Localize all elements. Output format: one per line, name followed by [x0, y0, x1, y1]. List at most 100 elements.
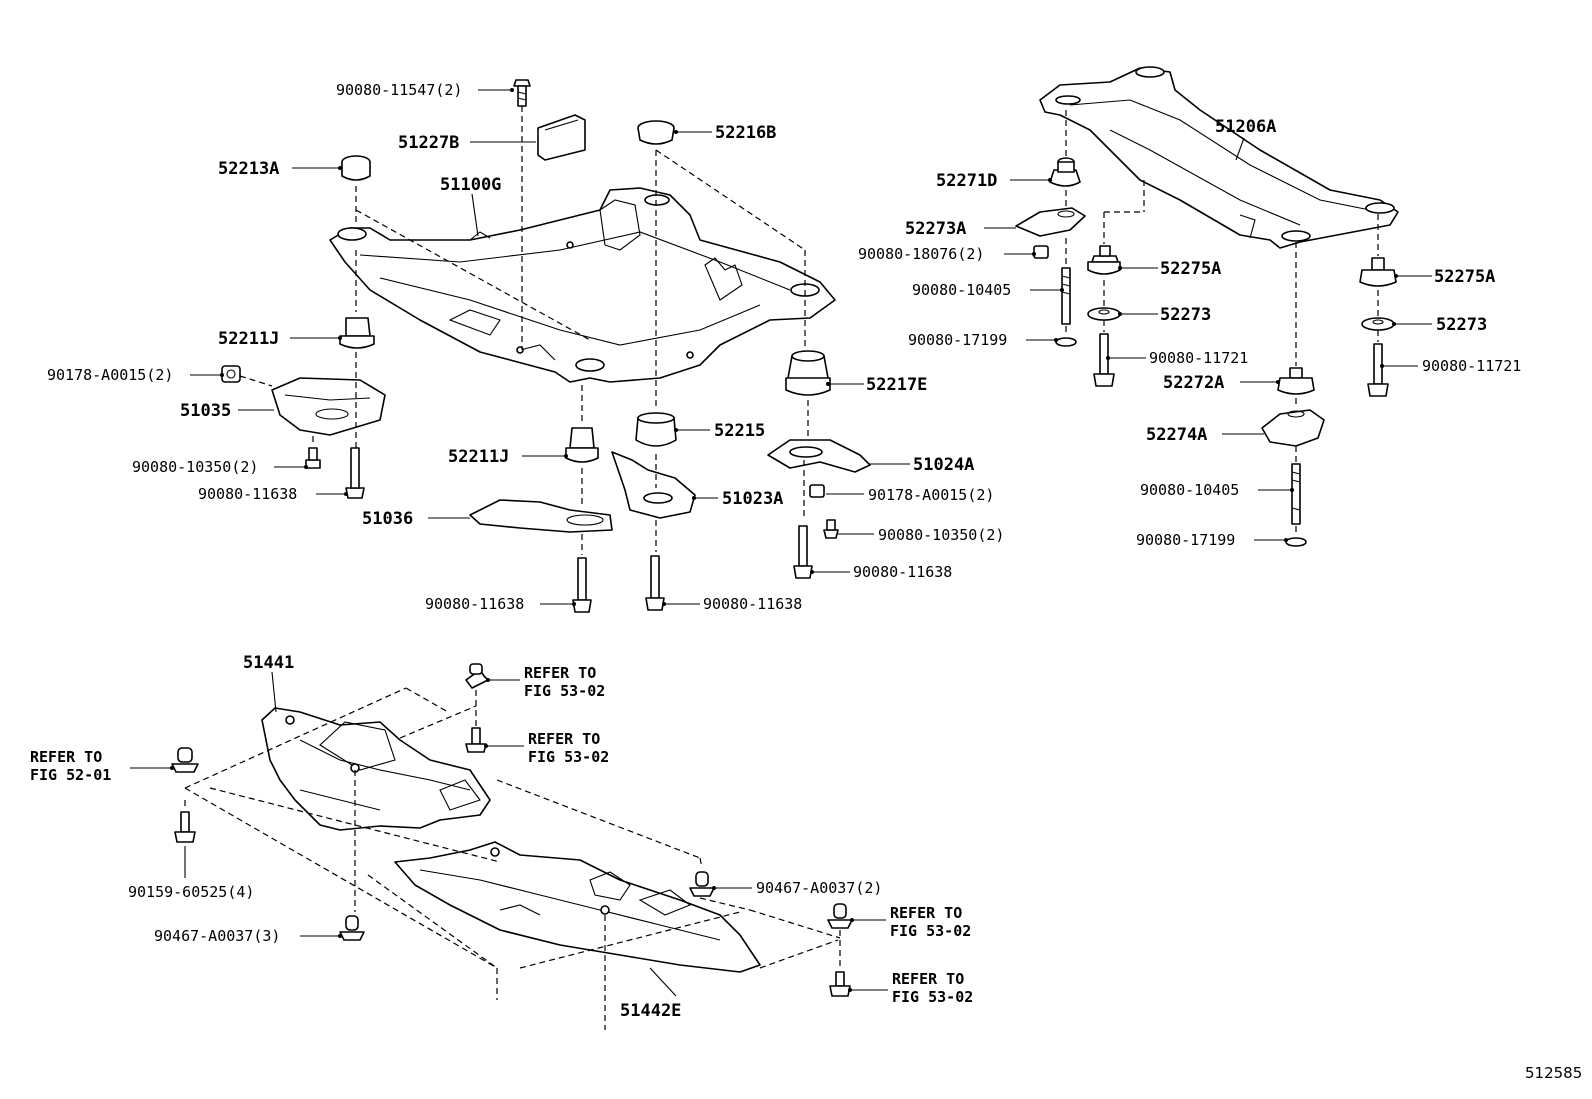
- label-refer-4-line2: FIG 53-02: [890, 922, 971, 940]
- cover-labels: 51441 REFER TO FIG 53-02 REFER TO FIG 53…: [30, 653, 973, 1021]
- cover-dashed-lines: [184, 687, 841, 1030]
- clip-refer-1[interactable]: [465, 663, 489, 689]
- insulator-52275a-right[interactable]: [1359, 257, 1397, 287]
- label-refer-1-line1: REFER TO: [524, 664, 596, 682]
- bolt-90080-11638-bottom-left[interactable]: [572, 557, 592, 613]
- label-90080-11547: 90080-11547(2): [336, 81, 462, 99]
- front-labels: 90080-11547(2) 51227B 52216B 52213A 5110…: [47, 81, 1004, 613]
- bolt-90080-11721-right[interactable]: [1367, 343, 1389, 397]
- label-52213a: 52213A: [218, 159, 279, 179]
- label-refer-5-line1: REFER TO: [892, 970, 964, 988]
- cover-51442e[interactable]: [394, 841, 761, 973]
- stopper-52213a[interactable]: [341, 155, 371, 181]
- label-90080-10350-right: 90080-10350(2): [878, 526, 1004, 544]
- label-90080-11638-bottom-left: 90080-11638: [425, 595, 524, 613]
- label-52273-right: 52273: [1436, 315, 1487, 335]
- stopper-52271d[interactable]: [1049, 157, 1081, 187]
- screw-90159-60525[interactable]: [174, 811, 196, 843]
- label-52271d: 52271D: [936, 171, 997, 191]
- front-crossmember-frame[interactable]: [329, 187, 836, 383]
- label-90467-a0037-right: 90467-A0037(2): [756, 879, 882, 897]
- rear-member-group: 51206A 52271D 52273A 90080-18076(2) 9008…: [858, 66, 1521, 549]
- bracket-51035[interactable]: [271, 377, 386, 436]
- bolt-90080-10350-right[interactable]: [823, 519, 839, 539]
- label-90080-11638-left: 90080-11638: [198, 485, 297, 503]
- screw-refer-2[interactable]: [465, 727, 487, 753]
- label-refer-2-line2: FIG 53-02: [528, 748, 609, 766]
- rear-member-51206a[interactable]: [1039, 66, 1399, 249]
- screw-refer-5[interactable]: [829, 971, 851, 997]
- bracket-51024a[interactable]: [767, 439, 871, 473]
- stud-90080-10405-upper[interactable]: [1061, 267, 1071, 325]
- insulator-52215[interactable]: [635, 412, 677, 447]
- cover-51441[interactable]: [261, 707, 491, 831]
- label-51441: 51441: [243, 653, 294, 673]
- label-90178-a0015-left: 90178-A0015(2): [47, 366, 173, 384]
- bracket-52274a[interactable]: [1261, 409, 1325, 447]
- insulator-52211j-upper[interactable]: [339, 317, 375, 349]
- label-90080-17199-upper: 90080-17199: [908, 331, 1007, 349]
- label-refer-3-line2: FIG 52-01: [30, 766, 111, 784]
- label-52216b: 52216B: [715, 123, 776, 143]
- label-90080-10405-upper: 90080-10405: [912, 281, 1011, 299]
- label-refer-4-line1: REFER TO: [890, 904, 962, 922]
- washer-90080-17199-upper[interactable]: [1055, 337, 1077, 347]
- under-cover-group: 51441 REFER TO FIG 53-02 REFER TO FIG 53…: [30, 653, 973, 1030]
- clip-90467-a0037-left[interactable]: [339, 915, 365, 941]
- washer-52273-mid[interactable]: [1087, 307, 1121, 321]
- label-52211j-lower: 52211J: [448, 447, 509, 467]
- clip-90467-a0037-right[interactable]: [689, 871, 715, 897]
- label-52273-mid: 52273: [1160, 305, 1211, 325]
- rear-dashed-lines: [1065, 110, 1379, 536]
- clip-refer-4[interactable]: [827, 903, 853, 929]
- bracket-52273a[interactable]: [1015, 207, 1086, 237]
- nut-90080-18076[interactable]: [1033, 245, 1049, 259]
- bracket-51036[interactable]: [469, 499, 613, 533]
- insulator-52217e[interactable]: [785, 350, 831, 396]
- bolt-90080-11721-mid[interactable]: [1093, 333, 1115, 387]
- sheet-number: 512585: [1525, 1064, 1582, 1082]
- label-90467-a0037-left: 90467-A0037(3): [154, 927, 280, 945]
- label-51036: 51036: [362, 509, 413, 529]
- rear-leader-dots: [1032, 178, 1398, 542]
- insulator-52275a-mid[interactable]: [1087, 245, 1121, 275]
- label-90159-60525: 90159-60525(4): [128, 883, 254, 901]
- nut-90178-right[interactable]: [809, 484, 825, 498]
- bracket-51023a[interactable]: [611, 451, 696, 519]
- label-51100g: 51100G: [440, 175, 501, 195]
- front-leader-dots: [220, 88, 830, 606]
- stud-90080-10405-lower[interactable]: [1291, 463, 1301, 525]
- insulator-52211j-lower[interactable]: [565, 427, 599, 463]
- clip-refer-3[interactable]: [171, 747, 199, 773]
- label-52211j-upper: 52211J: [218, 329, 279, 349]
- insulator-52272a[interactable]: [1277, 367, 1315, 395]
- nut-90178-left[interactable]: [221, 365, 241, 383]
- bolt-90080-11638-right[interactable]: [793, 525, 813, 579]
- label-52274a: 52274A: [1146, 425, 1207, 445]
- label-refer-1-line2: FIG 53-02: [524, 682, 605, 700]
- bolt-90080-10350-left[interactable]: [305, 447, 321, 469]
- label-90080-11721-right: 90080-11721: [1422, 357, 1521, 375]
- label-52275a-right: 52275A: [1434, 267, 1495, 287]
- label-51035: 51035: [180, 401, 231, 421]
- stopper-52216b[interactable]: [637, 120, 675, 145]
- label-52273a: 52273A: [905, 219, 966, 239]
- label-52217e: 52217E: [866, 375, 927, 395]
- label-52275a-mid: 52275A: [1160, 259, 1221, 279]
- label-90080-17199-lower: 90080-17199: [1136, 531, 1235, 549]
- bolt-90080-11638-left[interactable]: [345, 447, 365, 499]
- label-90178-a0015-right: 90178-A0015(2): [868, 486, 994, 504]
- bolt-90080-11547[interactable]: [513, 79, 531, 107]
- label-refer-5-line2: FIG 53-02: [892, 988, 973, 1006]
- label-90080-10405-lower: 90080-10405: [1140, 481, 1239, 499]
- bracket-51227b[interactable]: [537, 114, 586, 161]
- bolt-90080-11638-bottom-mid[interactable]: [645, 555, 665, 611]
- label-90080-18076: 90080-18076(2): [858, 245, 984, 263]
- label-52272a: 52272A: [1163, 373, 1224, 393]
- front-dashed-lines: [239, 106, 809, 555]
- rear-labels: 51206A 52271D 52273A 90080-18076(2) 9008…: [858, 117, 1521, 549]
- label-51442e: 51442E: [620, 1001, 681, 1021]
- washer-90080-17199-lower[interactable]: [1285, 537, 1307, 547]
- washer-52273-right[interactable]: [1361, 317, 1395, 331]
